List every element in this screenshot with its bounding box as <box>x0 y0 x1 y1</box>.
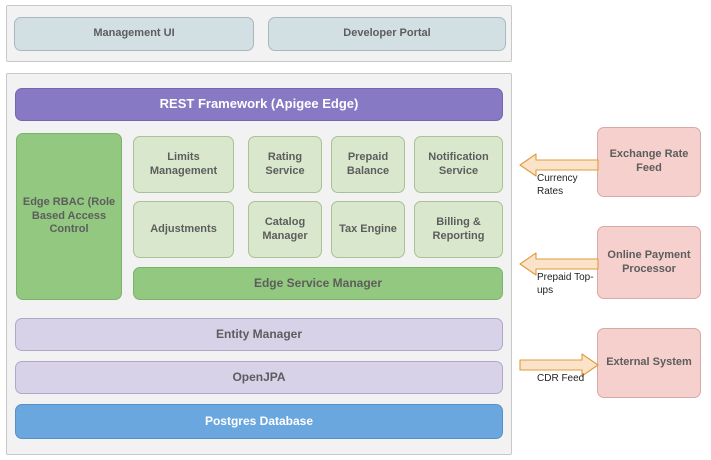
rest-framework-bar[interactable]: REST Framework (Apigee Edge) <box>15 88 503 121</box>
arrow-currency-rates <box>519 152 599 178</box>
tile-management-ui[interactable]: Management UI <box>14 17 254 51</box>
edge-rbac-box[interactable]: Edge RBAC (Role Based Access Control <box>16 133 122 300</box>
service-rating-service[interactable]: Rating Service <box>248 136 322 193</box>
external-online-payment-processor[interactable]: Online Payment Processor <box>597 226 701 299</box>
service-adjustments[interactable]: Adjustments <box>133 201 234 258</box>
external-exchange-rate-feed[interactable]: Exchange Rate Feed <box>597 127 701 197</box>
service-tax-engine[interactable]: Tax Engine <box>331 201 405 258</box>
arrow-label-prepaid-topups: Prepaid Top-ups <box>537 272 594 296</box>
service-catalog-manager[interactable]: Catalog Manager <box>248 201 322 258</box>
tile-developer-portal[interactable]: Developer Portal <box>268 17 506 51</box>
service-billing-reporting[interactable]: Billing & Reporting <box>414 201 503 258</box>
service-prepaid-balance[interactable]: Prepaid Balance <box>331 136 405 193</box>
openjpa-bar[interactable]: OpenJPA <box>15 361 503 394</box>
edge-service-manager-bar[interactable]: Edge Service Manager <box>133 267 503 300</box>
service-limits-management[interactable]: Limits Management <box>133 136 234 193</box>
arrow-label-currency-rates: Currency Rates <box>537 173 578 197</box>
entity-manager-bar[interactable]: Entity Manager <box>15 318 503 351</box>
external-system[interactable]: External System <box>597 328 701 398</box>
arrow-prepaid-topups <box>519 251 599 277</box>
postgres-database-bar[interactable]: Postgres Database <box>15 404 503 439</box>
service-notification-service[interactable]: Notification Service <box>414 136 503 193</box>
arrow-label-cdr-feed: CDR Feed <box>537 373 585 384</box>
arrow-cdr-feed <box>519 352 599 378</box>
